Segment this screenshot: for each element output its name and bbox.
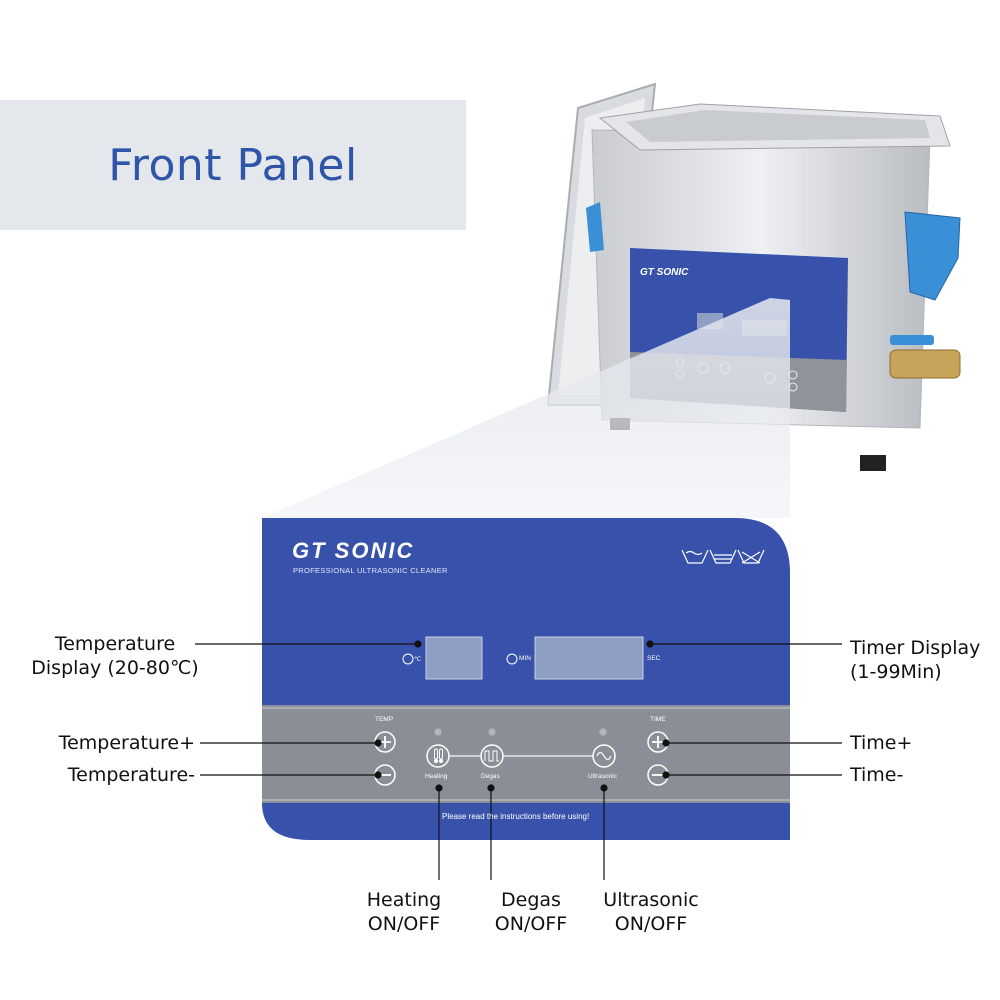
valve-lever	[890, 335, 934, 345]
callout-heating: Heating ON/OFF	[349, 888, 459, 936]
callout-degas-line2: ON/OFF	[494, 913, 568, 935]
title-band: Front Panel	[0, 100, 466, 230]
callout-heating-line1: Heating	[366, 889, 442, 911]
panel-bottom-blue	[262, 803, 790, 840]
callout-ultrasonic-line2: ON/OFF	[614, 913, 688, 935]
timer-sec-label: SEC	[647, 655, 661, 662]
callout-timer-display-line2: (1-99Min)	[850, 661, 942, 683]
basket	[626, 110, 930, 142]
front-panel-enlarged	[262, 518, 790, 840]
time-group-label: TIME	[650, 716, 666, 723]
callout-temp-display: Temperature Display (20-80℃)	[20, 632, 210, 680]
callout-time-minus: Time-	[850, 764, 904, 786]
heating-button	[426, 744, 450, 768]
callout-degas-line1: Degas	[501, 889, 561, 911]
ultrasonic-button	[592, 744, 616, 768]
callout-temp-minus: Temperature-	[67, 764, 195, 786]
temperature-display	[425, 636, 483, 680]
callout-temp-display-line2: Display (20-80℃)	[31, 657, 199, 679]
panel-top-blue	[262, 518, 790, 705]
handle-left	[586, 202, 604, 252]
callout-temp-display-line1: Temperature	[54, 633, 176, 655]
page-title: Front Panel	[108, 139, 358, 191]
wash-icon	[681, 549, 709, 564]
svg-text:GT SONIC: GT SONIC	[640, 267, 689, 278]
no-wash-icon	[737, 549, 765, 564]
drain-valve	[889, 349, 961, 379]
degas-button-label: Degas	[481, 773, 500, 780]
callout-degas: Degas ON/OFF	[471, 888, 591, 936]
callout-temp-plus: Temperature+	[58, 732, 195, 754]
heating-led	[434, 728, 442, 736]
panel-notice: Please read the instructions before usin…	[442, 812, 590, 821]
callout-timer-display-line1: Timer Display	[850, 637, 981, 659]
timer-display	[534, 636, 644, 680]
zoom-beam	[262, 298, 790, 518]
degas-button	[480, 744, 504, 768]
callout-timer-display: Timer Display (1-99Min)	[850, 636, 995, 684]
callout-ultrasonic: Ultrasonic ON/OFF	[586, 888, 716, 936]
handle-right	[904, 211, 961, 301]
callout-heating-line2: ON/OFF	[367, 913, 441, 935]
clock-icon	[506, 653, 518, 665]
brand-tagline: PROFESSIONAL ULTRASONIC CLEANER	[293, 566, 448, 575]
ultrasonic-button-label: Ultrasonic	[588, 773, 617, 780]
degas-led	[488, 728, 496, 736]
heating-button-label: Heating	[425, 773, 448, 780]
foot-right	[860, 455, 886, 471]
time-minus-button	[647, 764, 669, 786]
ultrasonic-led	[599, 728, 607, 736]
panel-gray-strip	[262, 705, 790, 803]
thermometer-icon	[402, 653, 414, 665]
temp-unit-label: ℃	[414, 656, 422, 663]
time-plus-button	[647, 731, 669, 753]
wash-temp-icon	[709, 549, 737, 564]
callout-ultrasonic-line1: Ultrasonic	[603, 889, 699, 911]
callout-time-plus: Time+	[850, 732, 913, 754]
care-icons	[681, 549, 765, 564]
callout-lines	[195, 640, 842, 880]
timer-min-label: MIN	[519, 655, 531, 662]
temp-group-label: TEMP	[375, 716, 394, 723]
brand-logo: GT SONIC	[292, 538, 415, 563]
